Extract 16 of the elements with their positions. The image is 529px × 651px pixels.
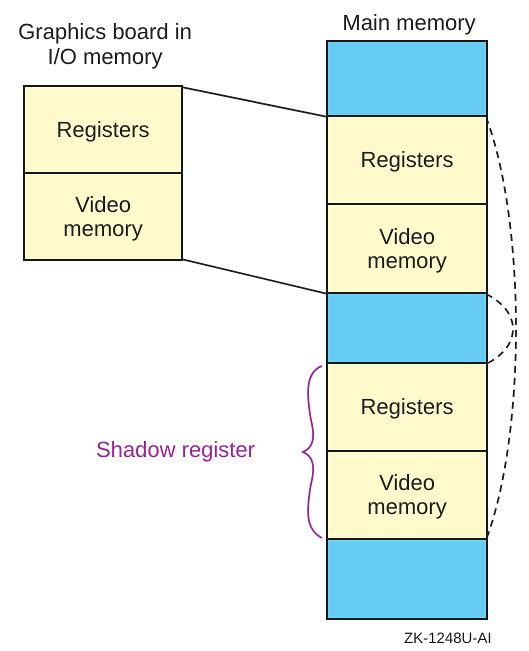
mapping-line (180, 86, 328, 118)
memory-region: Video memory (328, 452, 486, 540)
block-heading: Main memory (341, 10, 477, 35)
memory-region: Registers (328, 364, 486, 452)
memory-region (328, 540, 486, 618)
memory-region (328, 42, 486, 117)
memory-region (328, 294, 486, 364)
memory-region: Registers (328, 117, 486, 205)
figure-id: ZK-1248U-AI (404, 630, 492, 647)
mapping-line (180, 258, 328, 295)
dashed-connector (486, 293, 514, 365)
block-heading: Graphics board in I/O memory (17, 19, 193, 69)
memory-region: Video memory (328, 205, 486, 294)
memory-region: Video memory (25, 174, 181, 259)
bracket-label: Shadow register (96, 437, 255, 463)
memory-region: Registers (25, 87, 181, 174)
